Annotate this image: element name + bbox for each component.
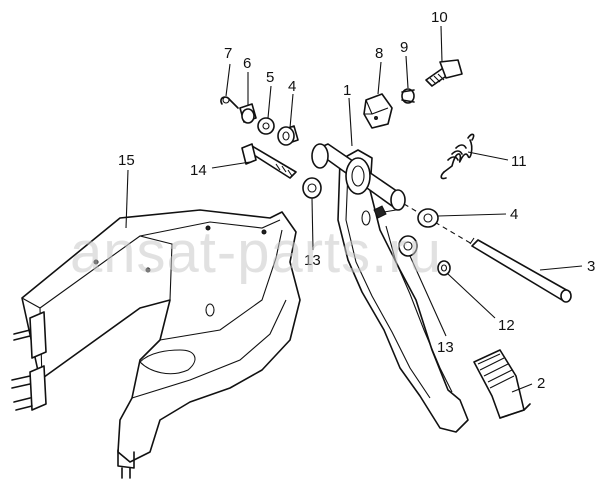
pedal-arm-part-1 <box>311 143 469 433</box>
pin-part-7 <box>220 96 239 109</box>
callout-4-a: 4 <box>288 78 296 95</box>
callout-9: 9 <box>400 39 408 56</box>
clip-part-12 <box>437 260 451 276</box>
callout-numbers: 1 2 3 4 4 5 6 7 8 9 10 11 12 13 13 14 15 <box>118 9 595 392</box>
nut-part-9 <box>401 88 415 104</box>
callout-2: 2 <box>537 375 545 392</box>
bracket-part-15 <box>11 209 301 479</box>
pedal-pad-part-2 <box>473 349 531 419</box>
watermark-text: ansat-parts.ru <box>70 220 442 285</box>
spring-part-11 <box>440 133 475 180</box>
bushing-part-13-right <box>398 235 418 257</box>
callout-12: 12 <box>498 317 515 334</box>
callout-7: 7 <box>224 45 232 62</box>
shaft-part-3 <box>403 203 572 303</box>
bolt-part-10 <box>425 59 463 87</box>
callout-5: 5 <box>266 69 274 86</box>
callout-8: 8 <box>375 45 383 62</box>
callout-6: 6 <box>243 55 251 72</box>
callout-15: 15 <box>118 152 135 169</box>
callout-3: 3 <box>587 258 595 275</box>
callout-13-a: 13 <box>304 252 321 269</box>
washer-part-5 <box>257 117 275 135</box>
callout-11: 11 <box>511 153 527 170</box>
callout-4-b: 4 <box>510 206 518 223</box>
nut-part-6 <box>239 103 257 124</box>
callout-1: 1 <box>343 82 351 99</box>
bolt-part-14 <box>241 143 297 179</box>
leader-lines <box>125 25 583 393</box>
bushing-part-4-right <box>417 208 439 228</box>
callout-14: 14 <box>190 162 207 179</box>
bushing-part-4-upper <box>277 125 299 146</box>
callout-10: 10 <box>431 9 448 26</box>
stopper-part-8 <box>363 93 393 129</box>
bushing-part-13-left <box>302 177 322 199</box>
callout-13-b: 13 <box>437 339 454 356</box>
